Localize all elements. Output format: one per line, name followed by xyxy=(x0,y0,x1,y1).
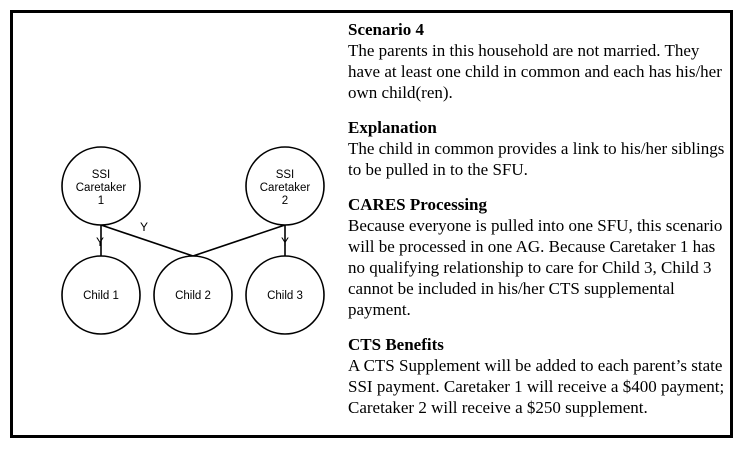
edge-label-diagonal: Y xyxy=(140,220,148,234)
node-ssi-caretaker-1[interactable] xyxy=(61,146,141,226)
node-ssi-caretaker-2[interactable] xyxy=(245,146,325,226)
diagram-canvas: SSI Caretaker 1 SSI Caretaker 2 Child 1 … xyxy=(61,146,325,335)
node-label-caretaker2-line3: 2 xyxy=(282,195,288,207)
node-child-1[interactable] xyxy=(61,255,141,335)
node-child-2[interactable] xyxy=(153,255,233,335)
section-heading-scenario: Scenario 4 xyxy=(348,20,425,39)
section-body-cares-processing: Because everyone is pulled into one SFU,… xyxy=(348,216,723,319)
node-label-caretaker2-line2: Caretaker xyxy=(260,182,311,194)
node-label-child-2: Child 2 xyxy=(175,290,211,302)
section-heading-cts-benefits: CTS Benefits xyxy=(348,335,444,354)
section-body-cts-benefits: A CTS Supplement will be added to each p… xyxy=(348,356,725,417)
section-heading-cares-processing: CARES Processing xyxy=(348,195,487,214)
content-frame: SSI Caretaker 1 SSI Caretaker 2 Child 1 … xyxy=(10,10,733,438)
section-scenario: Scenario 4 The parents in this household… xyxy=(348,19,726,103)
node-label-caretaker2-line1: SSI xyxy=(276,169,295,181)
node-label-child-1: Child 1 xyxy=(83,290,119,302)
section-cares-processing: CARES Processing Because everyone is pul… xyxy=(348,194,726,320)
section-cts-benefits: CTS Benefits A CTS Supplement will be ad… xyxy=(348,334,726,418)
node-child-3[interactable] xyxy=(245,255,325,335)
scenario-text-panel: Scenario 4 The parents in this household… xyxy=(348,19,726,434)
edge-caretaker1-child2 xyxy=(100,224,194,257)
relationship-diagram: SSI Caretaker 1 SSI Caretaker 2 Child 1 … xyxy=(13,13,338,438)
edge-label-left-vertical: Y xyxy=(96,235,104,249)
section-body-explanation: The child in common provides a link to h… xyxy=(348,139,725,179)
section-explanation: Explanation The child in common provides… xyxy=(348,117,726,180)
edge-label-right-vertical: Y xyxy=(281,235,289,249)
edge-caretaker2-child2 xyxy=(192,224,286,257)
section-body-scenario: The parents in this household are not ma… xyxy=(348,41,722,102)
node-label-caretaker1-line2: Caretaker xyxy=(76,182,127,194)
node-label-caretaker1-line1: SSI xyxy=(92,169,111,181)
section-heading-explanation: Explanation xyxy=(348,118,437,137)
node-label-caretaker1-line3: 1 xyxy=(98,195,104,207)
node-label-child-3: Child 3 xyxy=(267,290,303,302)
